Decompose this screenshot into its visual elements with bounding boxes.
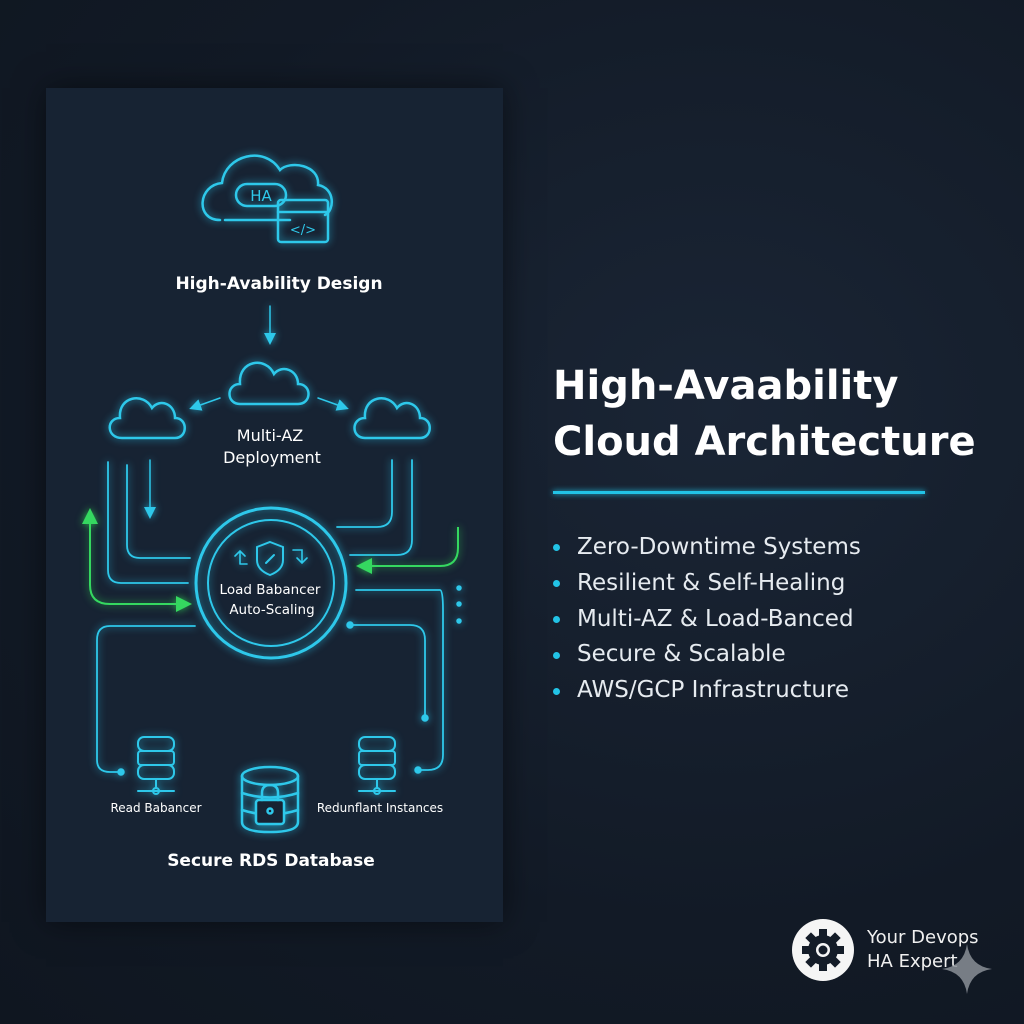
gear-logo-icon bbox=[792, 919, 854, 981]
scale-up-icon bbox=[234, 549, 248, 565]
locked-database-icon bbox=[240, 765, 300, 834]
multi-az-label-line1: Multi-AZ bbox=[237, 426, 303, 445]
feature-text: Multi-AZ & Load-Banced bbox=[577, 605, 854, 632]
diagram-panel bbox=[46, 88, 503, 922]
feature-item: Multi-AZ & Load-Banced bbox=[553, 602, 861, 638]
cloud-icon-right bbox=[353, 397, 431, 440]
code-window-icon bbox=[276, 198, 330, 244]
feature-item: Secure & Scalable bbox=[553, 637, 861, 673]
branding-line2: HA Expert bbox=[867, 951, 958, 972]
feature-text: Zero-Downtime Systems bbox=[577, 534, 861, 560]
feature-item: Resilient & Self-Healing bbox=[553, 566, 861, 602]
title-divider bbox=[553, 491, 925, 494]
feature-text: Secure & Scalable bbox=[577, 641, 786, 668]
rds-label: Secure RDS Database bbox=[167, 851, 375, 871]
server-icon-right bbox=[358, 736, 396, 795]
load-balancer-ring bbox=[194, 506, 348, 660]
cloud-icon-left bbox=[108, 397, 186, 440]
feature-text: Resilient & Self-Healing bbox=[577, 569, 846, 596]
scale-down-icon bbox=[292, 549, 308, 565]
bullet-icon bbox=[553, 544, 560, 552]
page-title: High-Avaability Cloud Architecture bbox=[553, 358, 976, 470]
shield-icon bbox=[256, 540, 284, 577]
bullet-icon bbox=[553, 651, 560, 659]
feature-text: AWS/GCP Infrastructure bbox=[577, 677, 850, 704]
code-icon-label: </> bbox=[290, 223, 316, 238]
ha-cloud-label: HA bbox=[250, 187, 272, 205]
right-db-label: Redunflant Instances bbox=[317, 801, 443, 815]
bullet-icon bbox=[553, 580, 560, 588]
sparkle-icon bbox=[942, 944, 992, 994]
title-line1: High-Avaability bbox=[553, 363, 899, 409]
branding-line1: Your Devops bbox=[867, 927, 979, 948]
load-balancer-label-line2: Auto-Scaling bbox=[229, 602, 314, 618]
bullet-icon bbox=[553, 687, 560, 695]
load-balancer-label-line1: Load Babancer bbox=[220, 582, 321, 598]
design-label: High-Avability Design bbox=[175, 274, 382, 294]
feature-list: Zero-Downtime Systems Resilient & Self-H… bbox=[553, 530, 861, 709]
title-line2: Cloud Architecture bbox=[553, 419, 976, 465]
server-icon-left bbox=[137, 736, 175, 795]
branding-text: Your Devops HA Expert bbox=[867, 926, 979, 974]
feature-item: AWS/GCP Infrastructure bbox=[553, 673, 861, 709]
bullet-icon bbox=[553, 615, 560, 623]
feature-item: Zero-Downtime Systems bbox=[553, 530, 861, 566]
multi-az-label-line2: Deployment bbox=[223, 448, 321, 467]
cloud-icon-center bbox=[228, 361, 310, 406]
left-db-label: Read Babancer bbox=[110, 801, 201, 815]
